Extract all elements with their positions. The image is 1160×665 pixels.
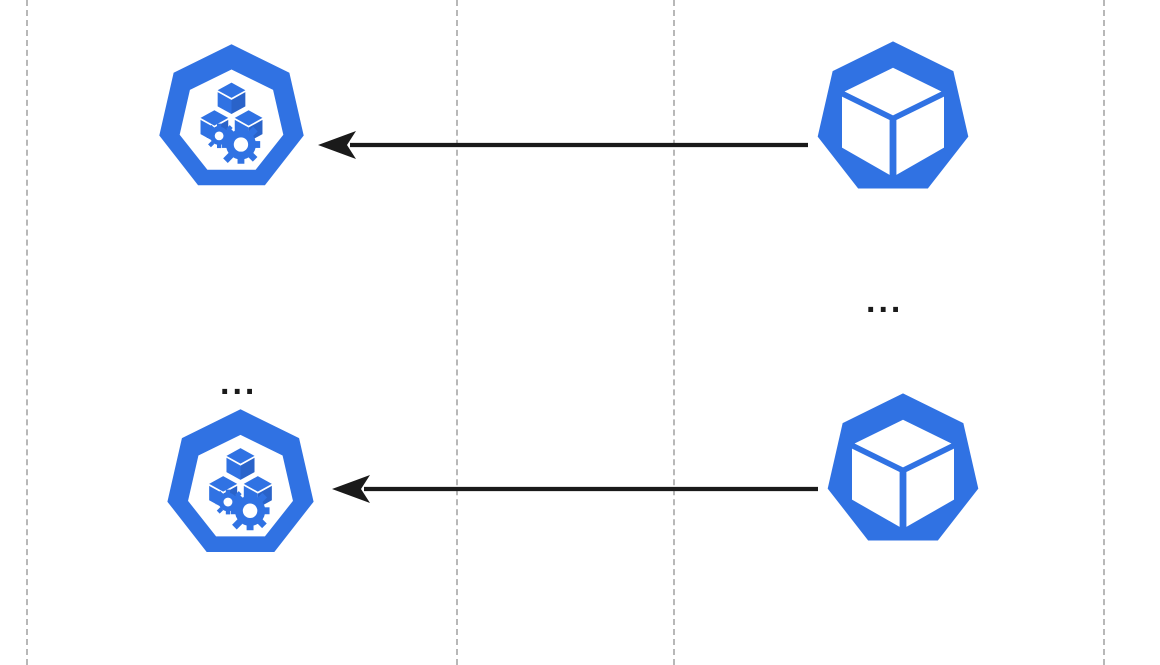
kubernetes-pod-icon <box>845 0 941 10</box>
kubernetes-deployment-node-2[interactable] <box>158 406 323 571</box>
kubernetes-pod-node-partial-top[interactable] <box>845 0 941 11</box>
gear-large-glyph <box>230 491 270 531</box>
kubernetes-pod-node-2[interactable] <box>818 390 988 560</box>
kubernetes-pod-node-1[interactable] <box>808 38 978 208</box>
swimlane-divider-2 <box>456 0 458 665</box>
pod-cube-glyph <box>852 419 954 527</box>
swimlane-divider-1 <box>26 0 28 665</box>
kubernetes-pod-icon <box>827 393 979 541</box>
arrowhead-left-icon <box>332 475 370 503</box>
swimlane-divider-3 <box>673 0 675 665</box>
edge-pod-to-deployment-2 <box>330 475 822 503</box>
ellipsis-deployments: ... <box>220 364 258 402</box>
pod-cube-glyph <box>842 67 944 175</box>
kubernetes-pod-icon <box>817 41 969 189</box>
edge-pod-to-deployment-1 <box>316 131 812 159</box>
kubernetes-deployment-icon <box>159 44 304 186</box>
kubernetes-deployment-node-partial-top[interactable] <box>196 0 292 11</box>
arrowhead-left-icon <box>318 131 356 159</box>
kubernetes-deployment-icon <box>196 0 292 10</box>
cube-top-glyph <box>217 82 246 115</box>
kubernetes-deployment-node-1[interactable] <box>150 41 313 204</box>
ellipsis-pods: ... <box>866 282 904 320</box>
cube-top-glyph <box>226 448 255 480</box>
swimlane-divider-4 <box>1103 0 1105 665</box>
kubernetes-deployment-icon <box>167 409 314 553</box>
gear-large-glyph <box>221 125 261 164</box>
